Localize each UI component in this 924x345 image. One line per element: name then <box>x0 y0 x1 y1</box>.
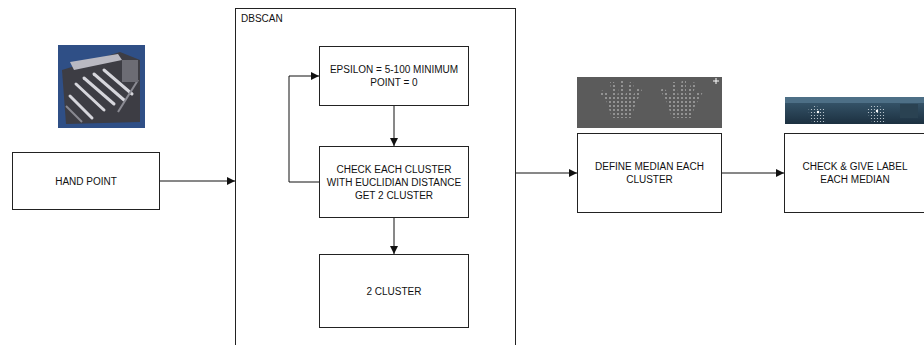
box-label: 2 CLUSTER <box>366 285 421 298</box>
labelled-scene-image <box>785 97 924 124</box>
process-box: CHECK EACH CLUSTER WITH EUCLIDIAN DISTAN… <box>319 146 469 218</box>
box-label: CHECK EACH CLUSTER WITH EUCLIDIAN DISTAN… <box>326 163 462 202</box>
process-box: DEFINE MEDIAN EACH CLUSTER <box>577 133 722 213</box>
hand-dot-grid-image <box>577 77 722 128</box>
group-frame: DBSCAN EPSILON = 5-100 MINIMUM POINT = 0 C… <box>235 8 516 345</box>
flow-arrow <box>160 181 235 182</box>
flow-arrow <box>722 173 784 174</box>
process-box: CHECK & GIVE LABEL EACH MEDIAN <box>784 133 924 213</box>
box-label: CHECK & GIVE LABEL EACH MEDIAN <box>791 160 919 186</box>
flow-arrow <box>394 218 395 254</box>
box-label: EPSILON = 5-100 MINIMUM POINT = 0 <box>326 63 462 89</box>
flow-arrow <box>289 76 319 182</box>
process-box: 2 CLUSTER <box>319 254 469 328</box>
point-cloud-thumbnail <box>58 45 145 128</box>
process-box: EPSILON = 5-100 MINIMUM POINT = 0 <box>319 46 469 106</box>
flow-arrow <box>516 173 577 174</box>
box-label: DEFINE MEDIAN EACH CLUSTER <box>584 160 715 186</box>
process-box: HAND POINT <box>12 152 160 210</box>
flow-arrow <box>394 106 395 146</box>
group-heading: DBSCAN <box>241 12 510 25</box>
box-label: HAND POINT <box>55 175 117 188</box>
